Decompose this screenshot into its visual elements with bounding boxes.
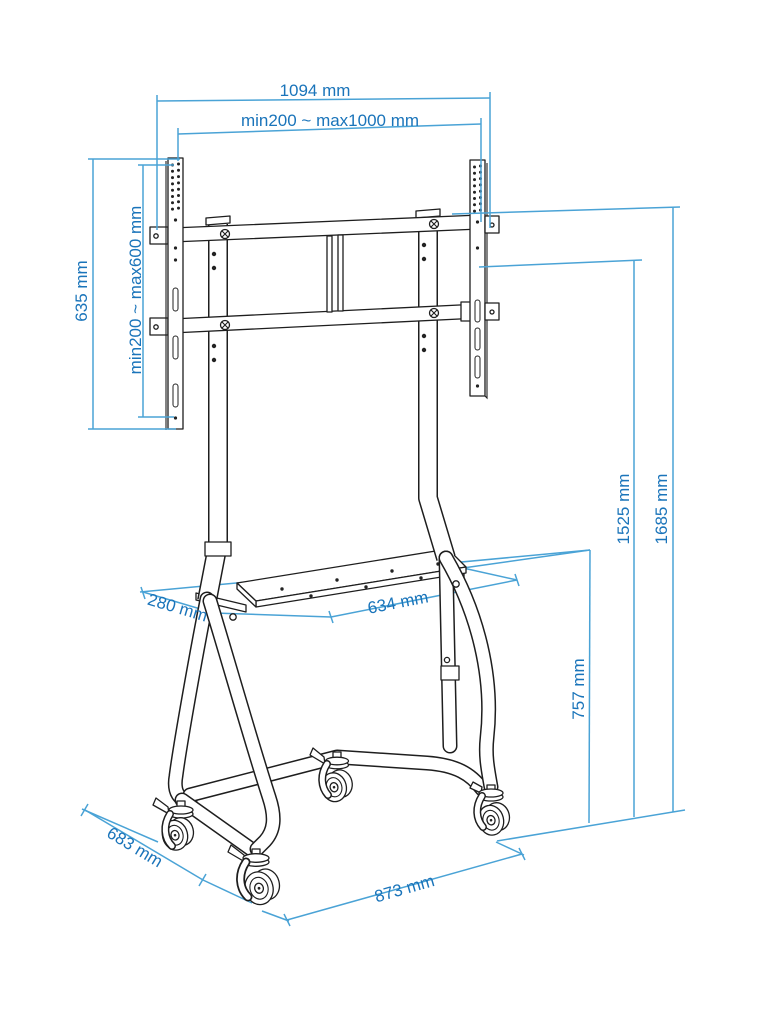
dim-base-width-label: 873 mm: [372, 871, 436, 906]
shelf-side-edge: [236, 582, 257, 608]
witness-bracket-height-top: [478, 259, 643, 268]
crossbar-screws: [219, 218, 440, 331]
ground-witness-line: [496, 809, 686, 842]
dim-line-overall-width: [156, 97, 491, 102]
vesa-rail-right: [469, 159, 488, 400]
dimension-lines-over: [88, 92, 681, 430]
dim-vesa-height-range-label: min200 ~ max600 mm: [126, 206, 145, 375]
dim-mount-height-label: 635 mm: [72, 260, 91, 321]
tick: [140, 586, 146, 600]
dimension-lines-under: [80, 97, 686, 927]
dim-line-vesa-width: [177, 123, 482, 135]
base-width-witness-right: [495, 841, 525, 856]
dim-overall-height-label: 1685 mm: [652, 474, 671, 545]
post-bolts: [211, 242, 427, 363]
brake-lever: [152, 797, 170, 815]
post-cap-right: [415, 208, 441, 219]
base-depth-witness-rear: [81, 808, 159, 843]
caster-front-left: [227, 844, 281, 906]
post-joint-left: [204, 541, 232, 557]
upright-posts: [197, 208, 456, 603]
bolt: [452, 580, 460, 588]
caster-rear-left: [152, 797, 195, 851]
vesa-rail-left: [165, 157, 184, 430]
stand-structure: [149, 157, 511, 906]
brake-lever: [309, 747, 326, 765]
shelf-corner-witness-line: [462, 549, 591, 569]
dim-shelf-height-label: 757 mm: [569, 658, 588, 719]
dimension-labels: 1094 mm min200 ~ max1000 mm 635 mm min20…: [72, 81, 671, 906]
base-depth-witness-front: [202, 879, 253, 904]
legs-and-base: [167, 550, 499, 857]
witness-overall-height-top: [451, 206, 681, 215]
shelf-width-witness: [462, 567, 518, 581]
shelf-holes: [280, 562, 440, 598]
dim-line-shelf-height: [588, 549, 591, 824]
casters: [152, 747, 511, 906]
dim-bracket-height-label: 1525 mm: [614, 474, 633, 545]
dim-line-base-depth: [84, 809, 204, 881]
base-width-witness-left: [261, 910, 290, 922]
bolt: [229, 613, 237, 621]
bolt: [443, 656, 451, 664]
caster-front-right: [469, 781, 511, 836]
center-strut-left: [326, 235, 333, 313]
post-cap-left: [205, 215, 231, 226]
dim-overall-width-label: 1094 mm: [280, 81, 351, 100]
shelf: [195, 548, 467, 613]
dim-line-shelf-width: [330, 579, 518, 618]
tick: [198, 873, 207, 887]
brake-lever: [469, 781, 483, 794]
leg-joint-right: [440, 665, 460, 681]
rail-clip: [149, 317, 169, 336]
rail-clip: [149, 226, 169, 245]
center-strut-right: [337, 234, 344, 312]
dim-line-base-width: [286, 853, 523, 921]
dim-shelf-width-label: 634 mm: [366, 587, 430, 617]
vesa-rails: [149, 157, 500, 430]
dim-vesa-width-range-label: min200 ~ max1000 mm: [241, 111, 419, 130]
tick: [328, 610, 334, 624]
caster-rear-right: [309, 747, 353, 803]
dim-base-depth-label: 683 mm: [104, 823, 166, 871]
